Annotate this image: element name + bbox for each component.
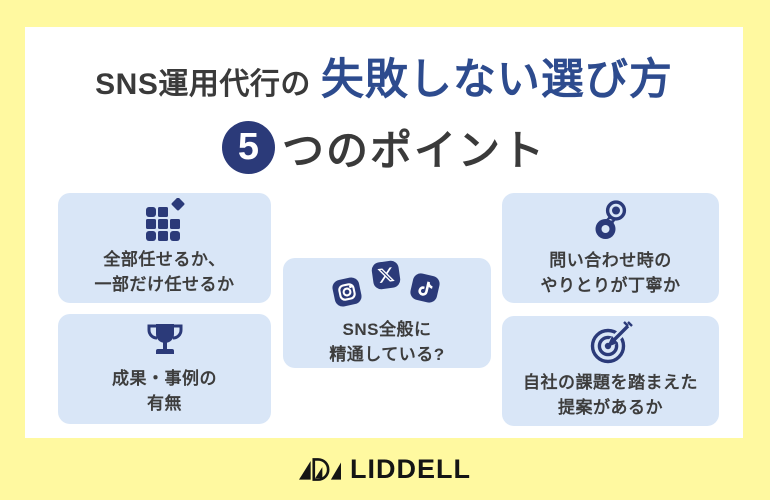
title-line-2: 5 つのポイント — [221, 117, 546, 178]
trophy-icon — [144, 321, 186, 361]
point-label-line: SNS全般に — [342, 320, 432, 340]
point-label-line: 一部だけ任せるか — [94, 275, 235, 294]
brand-name: LIDDELL — [350, 453, 471, 484]
point-box-delegation: 全部任せるか、 一部だけ任せるか — [58, 193, 271, 303]
page-title: SNS運用代行の 失敗しない選び方 5 つのポイント — [25, 45, 743, 178]
point-label-line: 全部任せるか、 — [103, 250, 226, 270]
point-box-communication: 問い合わせ時の やりとりが丁寧か — [502, 193, 719, 303]
title-line-1: SNS運用代行の 失敗しない選び方 — [95, 45, 673, 107]
point-label-results: 成果・事例の 有無 — [112, 367, 217, 416]
content-card: SNS運用代行の 失敗しない選び方 5 つのポイント — [25, 27, 743, 438]
title-accent: 失敗しない選び方 — [320, 56, 673, 104]
tiktok-icon — [410, 273, 440, 303]
point-count-badge: 5 — [221, 121, 275, 174]
footer-brand: LIDDELL — [0, 438, 770, 500]
grid-blocks-icon — [142, 198, 188, 242]
sns-apps-icon — [325, 258, 449, 312]
point-label-line: やりとりが丁寧か — [540, 276, 681, 295]
point-label-line: 問い合わせ時の — [549, 251, 672, 271]
title-prefix: SNS運用代行の — [95, 68, 311, 101]
point-box-sns-expertise: SNS全般に 精通している? — [283, 258, 491, 368]
liddell-logomark — [299, 457, 341, 481]
point-label-line: 提案があるか — [558, 398, 663, 417]
point-label-line: 精通している? — [329, 345, 445, 364]
target-dart-icon — [588, 321, 634, 365]
point-label-line: 有無 — [147, 394, 182, 413]
point-label-sns-expertise: SNS全般に 精通している? — [329, 318, 444, 367]
point-label-proposal: 自社の課題を踏まえた 提案があるか — [523, 371, 698, 420]
point-label-communication: 問い合わせ時の やりとりが丁寧か — [541, 249, 681, 298]
point-label-line: 成果・事例の — [112, 369, 217, 389]
instagram-icon — [332, 277, 362, 307]
point-box-proposal: 自社の課題を踏まえた 提案があるか — [502, 316, 719, 426]
point-label-delegation: 全部任せるか、 一部だけ任せるか — [95, 248, 235, 297]
x-icon — [371, 261, 401, 290]
title-suffix: つのポイント — [281, 127, 546, 174]
point-box-results: 成果・事例の 有無 — [58, 314, 271, 424]
point-label-line: 自社の課題を踏まえた — [523, 373, 698, 393]
chat-bubbles-icon — [588, 197, 634, 243]
